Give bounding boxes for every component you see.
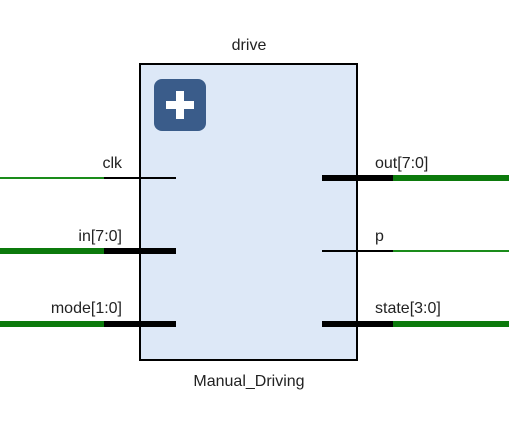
input-label-mode: mode[1:0]	[51, 300, 122, 317]
output-label-state: state[3:0]	[375, 300, 441, 317]
input-label-clk: clk	[102, 155, 123, 172]
output-port-p[interactable]: p	[322, 228, 509, 252]
input-port-clk[interactable]: clk	[0, 155, 176, 179]
output-port-state[interactable]: state[3:0]	[322, 300, 509, 327]
output-label-p: p	[375, 228, 384, 245]
instance-name: drive	[232, 37, 267, 54]
input-label-in: in[7:0]	[78, 228, 122, 245]
input-port-mode[interactable]: mode[1:0]	[0, 300, 176, 327]
output-label-out: out[7:0]	[375, 155, 428, 172]
output-port-out[interactable]: out[7:0]	[322, 155, 509, 181]
plus-icon[interactable]	[154, 79, 206, 131]
module-name: Manual_Driving	[193, 373, 304, 390]
input-port-in[interactable]: in[7:0]	[0, 228, 176, 254]
